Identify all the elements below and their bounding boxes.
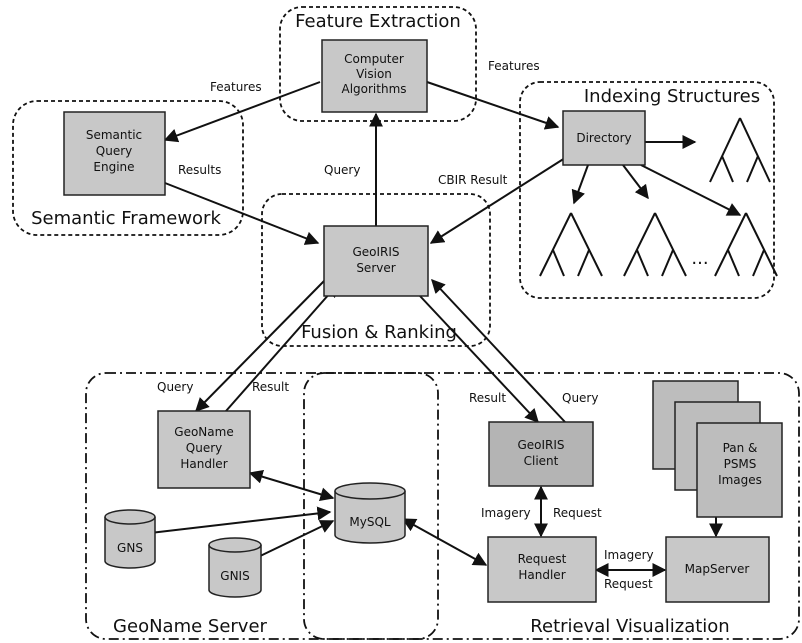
results-to-server-edge xyxy=(164,182,320,245)
geoname-handler-rect xyxy=(157,410,251,489)
mysql-cylinder-body xyxy=(334,491,406,544)
gnis-label: GNIS xyxy=(220,569,249,583)
query-geoname-label: Query xyxy=(157,380,193,394)
retrieval-visualization-region: Retrieval Visualization xyxy=(303,372,800,640)
edges xyxy=(132,81,742,577)
indexing-structures-label: Indexing Structures xyxy=(584,86,760,107)
geoiris-client-box: GeoIRIS Client xyxy=(488,421,594,487)
fusion-ranking-label: Fusion & Ranking xyxy=(301,322,457,343)
result-to-server-edge xyxy=(225,282,339,412)
mysql-cylinder-top xyxy=(334,482,406,500)
result-to-client-edge xyxy=(419,295,539,424)
geoiris-server-box: GeoIRIS Server xyxy=(323,225,429,297)
geoname-handler-box: GeoName Query Handler xyxy=(157,410,251,489)
semantic-query-line-3: Engine xyxy=(93,160,134,174)
gns-label: GNS xyxy=(117,541,143,555)
geoiris-client-line-1: GeoIRIS xyxy=(517,438,564,452)
request-handler-line-1: Request xyxy=(518,552,567,566)
gns-database: GNS xyxy=(104,509,156,569)
edge-labels: Features Features Results Query CBIR Res… xyxy=(157,59,654,591)
result-geoname-label: Result xyxy=(252,380,289,394)
semantic-framework-region: Semantic Framework xyxy=(12,100,244,236)
index-tree-2 xyxy=(539,212,603,277)
gns-to-mysql-edge xyxy=(132,506,332,536)
mysql-database: MySQL xyxy=(334,482,406,544)
features-left-label: Features xyxy=(210,80,262,94)
retrieval-visualization-label: Retrieval Visualization xyxy=(530,616,729,637)
pan-psms-images-stack: Pan & PSMS Images xyxy=(652,380,783,518)
index-ellipsis: ... xyxy=(691,248,708,269)
semantic-query-engine-rect xyxy=(63,111,166,196)
mapserver-rect xyxy=(665,536,770,603)
request-handler-line-2: Handler xyxy=(518,568,565,582)
geoname-handler-line-1: GeoName xyxy=(174,425,233,439)
mapserver-box: MapServer xyxy=(665,536,770,603)
geoiris-server-line-2: Server xyxy=(356,261,395,275)
gnis-cylinder-top xyxy=(208,537,262,553)
directory-to-tree4-edge xyxy=(640,164,742,216)
gns-cylinder-top xyxy=(104,509,156,525)
geoiris-client-line-2: Client xyxy=(524,454,559,468)
mysql-request-handler-edge xyxy=(401,518,488,566)
feature-extraction-label: Feature Extraction xyxy=(295,11,461,32)
computer-vision-line-3: Algorithms xyxy=(341,82,406,96)
gnis-to-mysql-edge xyxy=(255,520,335,559)
geoiris-server-line-1: GeoIRIS xyxy=(352,245,399,259)
semantic-query-line-1: Semantic xyxy=(86,128,142,142)
gnis-database: GNIS xyxy=(208,537,262,598)
geoname-server-label: GeoName Server xyxy=(113,616,267,637)
geoiris-client-rect xyxy=(488,421,594,487)
mapserver-label: MapServer xyxy=(685,562,750,576)
computer-vision-rect xyxy=(321,39,428,113)
pan-psms-line-1: Pan & xyxy=(723,441,758,455)
pan-psms-line-3: Images xyxy=(718,473,762,487)
query-client-label: Query xyxy=(562,391,598,405)
gnis-cylinder-body xyxy=(208,545,262,598)
query-to-geoname-edge xyxy=(195,279,326,412)
directory-to-tree2-edge xyxy=(571,164,589,205)
geoiris-server-rect xyxy=(323,225,429,297)
directory-label: Directory xyxy=(576,131,631,145)
request-handler-box: Request Handler xyxy=(487,536,597,603)
features-to-directory-edge xyxy=(426,81,560,130)
request-handler-rect xyxy=(487,536,597,603)
result-client-label: Result xyxy=(469,391,506,405)
image-stack-front-rect xyxy=(696,422,783,518)
index-tree-1 xyxy=(709,117,771,183)
semantic-query-engine-box: Semantic Query Engine xyxy=(63,111,166,196)
request-client-label: Request xyxy=(553,506,602,520)
indexing-structures-region: Indexing Structures xyxy=(519,81,775,299)
pan-psms-line-2: PSMS xyxy=(724,457,757,471)
computer-vision-line-1: Computer xyxy=(344,52,404,66)
computer-vision-box: Computer Vision Algorithms xyxy=(321,39,428,113)
imagery-client-label: Imagery xyxy=(481,506,531,520)
mysql-label: MySQL xyxy=(349,515,391,529)
request-map-label: Request xyxy=(604,577,653,591)
imagery-map-label: Imagery xyxy=(604,548,654,562)
geoname-handler-line-2: Query xyxy=(186,441,222,455)
gns-cylinder-body xyxy=(104,517,156,569)
index-tree-4 xyxy=(714,212,778,277)
query-top-label: Query xyxy=(324,163,360,177)
features-right-label: Features xyxy=(488,59,540,73)
computer-vision-line-2: Vision xyxy=(356,67,392,81)
results-label: Results xyxy=(178,163,221,177)
directory-box: Directory xyxy=(562,110,646,166)
directory-to-tree3-edge xyxy=(622,164,649,200)
geoname-mysql-edge xyxy=(248,469,335,502)
geoname-handler-line-3: Handler xyxy=(180,457,227,471)
geoname-server-region: GeoName Server xyxy=(85,372,439,640)
index-tree-3 xyxy=(623,212,687,277)
cbir-result-edge xyxy=(429,157,566,244)
features-to-semantic-edge xyxy=(163,81,321,143)
cbir-result-label: CBIR Result xyxy=(438,173,508,187)
directory-rect xyxy=(562,110,646,166)
query-from-client-edge xyxy=(431,278,566,423)
semantic-framework-label: Semantic Framework xyxy=(31,208,221,229)
semantic-query-line-2: Query xyxy=(96,144,132,158)
